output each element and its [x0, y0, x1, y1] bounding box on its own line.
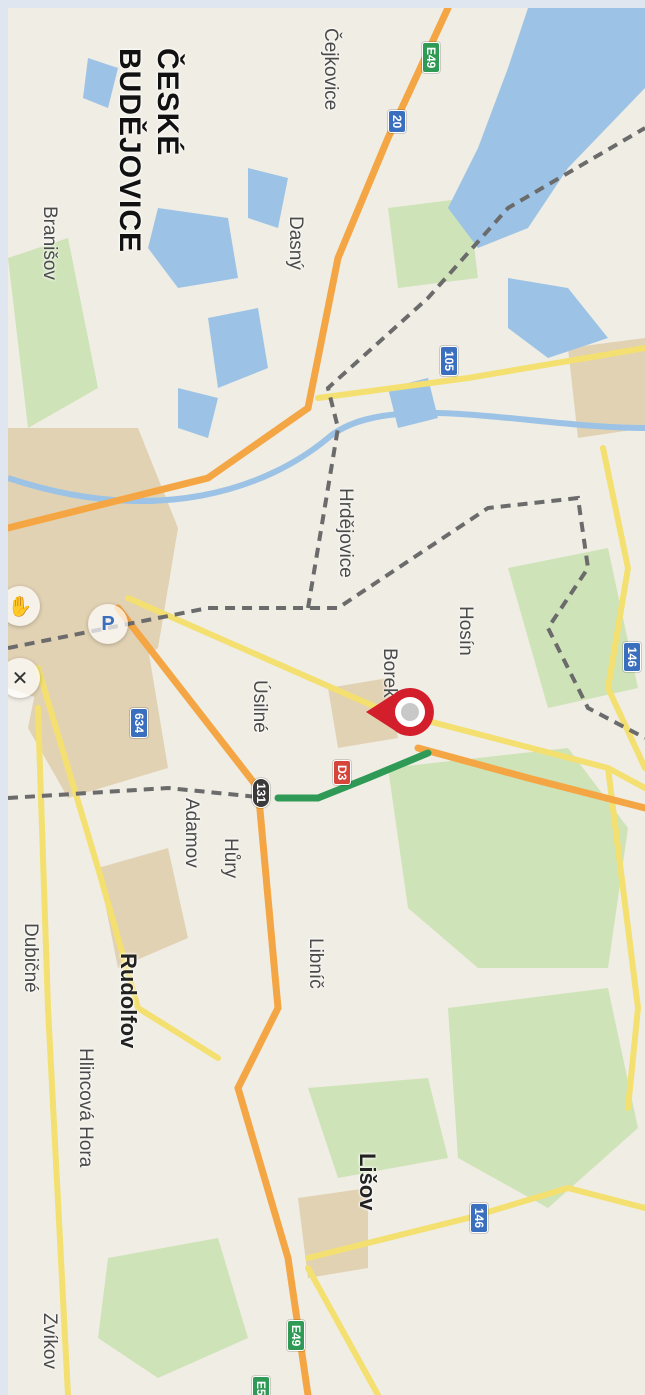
label-hlincova-hora: Hlincová Hora — [75, 1048, 96, 1168]
hand-icon[interactable]: ✋ — [8, 586, 40, 626]
map-view[interactable]: ČESKÉ BUDĚJOVICE Rudolfov Lišov Čejkovic… — [8, 8, 645, 1395]
label-zvikov: Zvíkov — [39, 1313, 60, 1369]
close-icon[interactable]: ✕ — [8, 658, 40, 698]
shield-e49-bottom: E49 — [287, 1320, 305, 1352]
shield-146-bottom: 146 — [470, 1203, 488, 1234]
railways — [8, 126, 645, 800]
shield-634: 634 — [130, 708, 148, 739]
shield-d3: D3 — [333, 760, 351, 786]
shield-e49-top: E49 — [422, 42, 440, 74]
river — [8, 409, 645, 504]
highlighted-route — [274, 749, 432, 802]
shield-146-top: 146 — [623, 642, 641, 673]
label-hosin: Hosín — [455, 606, 476, 656]
label-hrdejovice: Hrdějovice — [335, 488, 356, 578]
primary-roads — [35, 345, 645, 1395]
label-libnic: Libníč — [305, 938, 326, 989]
shield-105: 105 — [440, 346, 458, 377]
parking-icon[interactable]: P — [88, 604, 128, 644]
label-cejkovice: Čejkovice — [320, 28, 341, 111]
label-usilne: Úsilné — [249, 680, 270, 733]
label-lisov: Lišov — [355, 1153, 380, 1211]
forest-areas — [8, 198, 638, 1378]
label-dasny: Dasný — [285, 216, 306, 270]
label-ceske-budejovice: ČESKÉ BUDĚJOVICE — [113, 48, 185, 254]
location-pin-icon[interactable] — [360, 684, 440, 740]
label-rudolfov: Rudolfov — [116, 953, 141, 1049]
label-hury: Hůry — [220, 838, 241, 879]
label-dubicne: Dubičné — [20, 923, 41, 993]
shield-20: 20 — [388, 110, 406, 134]
label-branisov: Branišov — [39, 206, 60, 280]
label-adamov: Adamov — [181, 798, 202, 868]
shield-e55-bottom: E55 — [252, 1376, 270, 1395]
map-canvas[interactable] — [8, 8, 645, 1395]
shield-131: 131 — [252, 778, 270, 809]
